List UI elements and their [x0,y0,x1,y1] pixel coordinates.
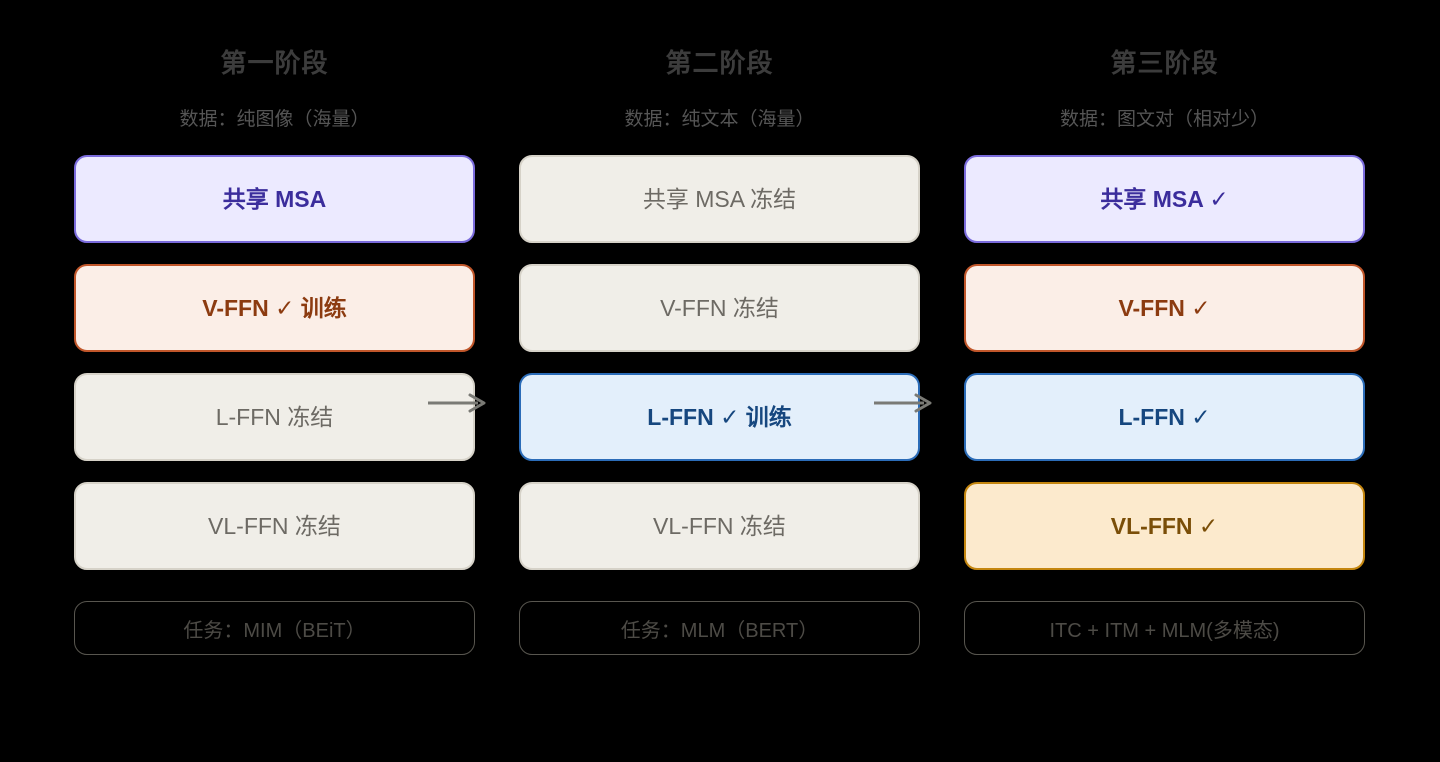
block-shared-msa-stage3[interactable]: 共享 MSA ✓ [964,155,1365,243]
block-shared-msa-stage1[interactable]: 共享 MSA [74,155,475,243]
stage-data-label-3: 数据：图文对（相对少） [1059,109,1269,130]
block-label: VL-FFN ✓ [1110,512,1219,539]
stage-title-3: 第三阶段 [1110,48,1219,78]
stage-blocks-1: 共享 MSA V-FFN ✓ 训练 L-FFN 冻结 VL-FFN 冻结 [52,155,497,570]
stage-data-label-2: 数据：纯文本（海量） [624,109,815,130]
stage-data-label-1: 数据：纯图像（海量） [179,109,370,130]
stage-column-2: 第二阶段 数据：纯文本（海量） 共享 MSA 冻结 V-FFN 冻结 L-FFN… [497,0,942,762]
task-label: 任务：MIM（BEiT） [183,619,366,642]
block-label: 共享 MSA ✓ [1100,185,1229,212]
block-vl-ffn-stage2[interactable]: VL-FFN 冻结 [519,482,920,570]
block-label: V-FFN 冻结 [660,294,779,321]
block-v-ffn-stage2[interactable]: V-FFN 冻结 [519,264,920,352]
block-label: L-FFN ✓ 训练 [647,403,792,430]
task-label: 任务：MLM（BERT） [620,619,819,642]
stage-title-1: 第一阶段 [220,48,329,78]
task-label: ITC + ITM + MLM(多模态) [1049,619,1280,642]
block-vl-ffn-stage3[interactable]: VL-FFN ✓ [964,482,1365,570]
block-label: V-FFN ✓ [1118,294,1211,321]
block-vl-ffn-stage1[interactable]: VL-FFN 冻结 [74,482,475,570]
block-v-ffn-stage1[interactable]: V-FFN ✓ 训练 [74,264,475,352]
block-l-ffn-stage2[interactable]: L-FFN ✓ 训练 [519,373,920,461]
block-label: L-FFN 冻结 [215,403,334,430]
block-label: 共享 MSA [222,185,327,212]
stage-blocks-2: 共享 MSA 冻结 V-FFN 冻结 L-FFN ✓ 训练 VL-FFN 冻结 [497,155,942,570]
block-v-ffn-stage3[interactable]: V-FFN ✓ [964,264,1365,352]
block-l-ffn-stage3[interactable]: L-FFN ✓ [964,373,1365,461]
task-box-stage3: ITC + ITM + MLM(多模态) [964,601,1365,655]
stage-title-2: 第二阶段 [665,48,774,78]
stage-column-3: 第三阶段 数据：图文对（相对少） 共享 MSA ✓ V-FFN ✓ L-FFN … [942,0,1387,762]
block-label: VL-FFN 冻结 [653,512,786,539]
task-box-stage1: 任务：MIM（BEiT） [74,601,475,655]
block-label: VL-FFN 冻结 [208,512,341,539]
stage-blocks-3: 共享 MSA ✓ V-FFN ✓ L-FFN ✓ VL-FFN ✓ [942,155,1387,570]
block-label: V-FFN ✓ 训练 [202,294,347,321]
block-label: L-FFN ✓ [1118,403,1211,430]
block-label: 共享 MSA 冻结 [642,185,797,212]
stage-column-1: 第一阶段 数据：纯图像（海量） 共享 MSA V-FFN ✓ 训练 L-FFN … [52,0,497,762]
block-l-ffn-stage1[interactable]: L-FFN 冻结 [74,373,475,461]
task-box-stage2: 任务：MLM（BERT） [519,601,920,655]
block-shared-msa-stage2[interactable]: 共享 MSA 冻结 [519,155,920,243]
